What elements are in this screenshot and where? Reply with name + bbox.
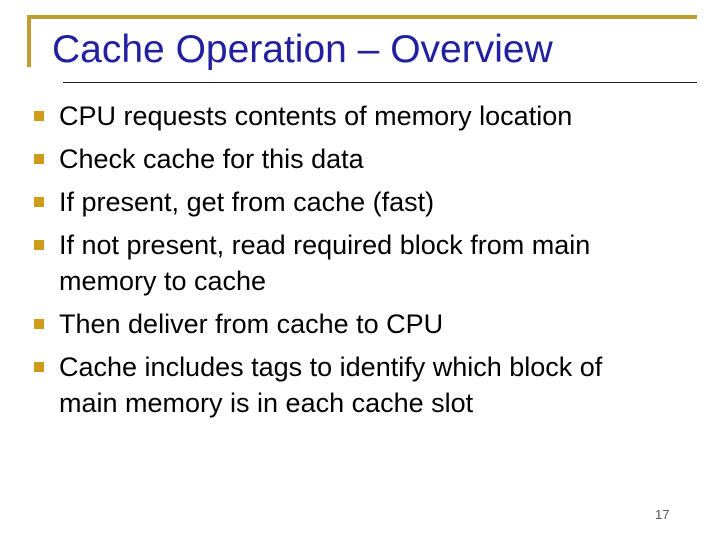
bullet-text: Then deliver from cache to CPU xyxy=(59,309,444,339)
list-item: CPU requests contents of memory location xyxy=(34,98,714,134)
bullet-text: CPU requests contents of memory location xyxy=(59,101,573,131)
bullet-text: Check cache for this data xyxy=(59,144,364,174)
top-accent-line xyxy=(27,15,697,19)
bullet-square-icon xyxy=(34,197,44,207)
list-item: Cache includes tags to identify which bl… xyxy=(34,349,714,421)
bullet-square-icon xyxy=(34,240,44,250)
page-number: 17 xyxy=(655,507,670,522)
bullet-square-icon xyxy=(34,362,44,372)
bullet-text: If present, get from cache (fast) xyxy=(59,187,435,217)
bullet-text: Cache includes tags to identify which bl… xyxy=(59,352,603,418)
bullet-square-icon xyxy=(34,154,44,164)
list-item: If present, get from cache (fast) xyxy=(34,184,714,220)
bullet-list: CPU requests contents of memory location… xyxy=(34,98,714,428)
bullet-text: If not present, read required block from… xyxy=(59,230,591,296)
title-separator xyxy=(63,82,697,83)
list-item: If not present, read required block from… xyxy=(34,227,714,299)
bullet-square-icon xyxy=(34,111,44,121)
list-item: Check cache for this data xyxy=(34,141,714,177)
bullet-square-icon xyxy=(34,319,44,329)
list-item: Then deliver from cache to CPU xyxy=(34,306,714,342)
left-accent-line xyxy=(27,15,31,67)
slide-title: Cache Operation – Overview xyxy=(52,28,553,71)
